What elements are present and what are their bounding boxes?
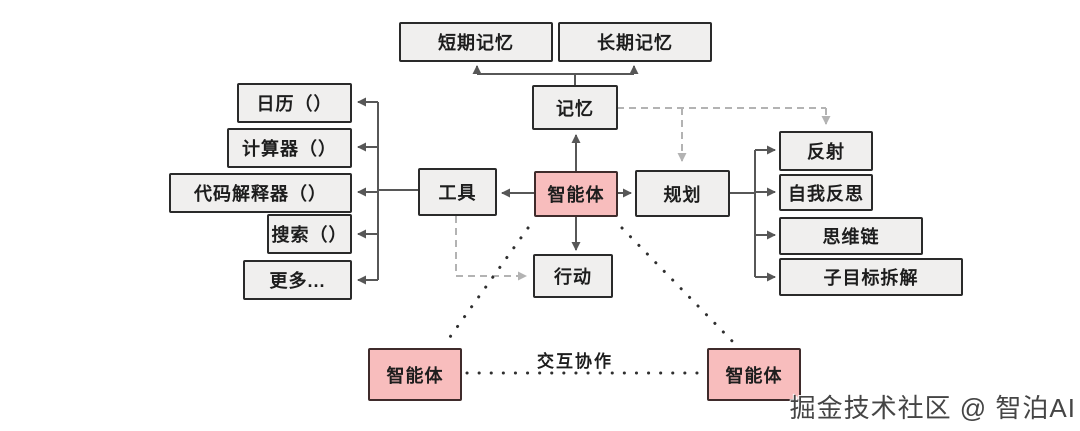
edge-memory-split <box>477 73 634 85</box>
edge-agent-right-dotted <box>620 226 737 346</box>
node-self-reflection: 自我反思 <box>779 174 873 211</box>
node-memory: 记忆 <box>532 85 618 130</box>
node-tools: 工具 <box>418 168 497 216</box>
node-short-term-memory: 短期记忆 <box>399 22 553 62</box>
watermark: 掘金技术社区 @ 智泊AI <box>789 393 1076 423</box>
node-long-term-memory: 长期记忆 <box>558 22 712 62</box>
node-agent-bottom-right: 智能体 <box>707 348 801 401</box>
node-action: 行动 <box>533 254 613 298</box>
node-code-interpreter: 代码解释器（） <box>169 173 352 213</box>
edge-planning-trunk <box>730 150 756 277</box>
edge-agent-left-dotted <box>443 226 530 346</box>
node-search: 搜索（） <box>267 214 352 254</box>
node-agent-bottom-left: 智能体 <box>368 348 462 401</box>
node-calculator: 计算器（） <box>227 128 352 168</box>
node-chain-of-thought: 思维链 <box>779 217 923 255</box>
edge-label-collaboration: 交互协作 <box>537 352 613 371</box>
edge-tools-action-dashed <box>455 216 527 281</box>
node-planning: 规划 <box>635 170 730 217</box>
node-subgoal-decomposition: 子目标拆解 <box>779 258 963 296</box>
node-agent-center: 智能体 <box>534 171 618 217</box>
node-calendar: 日历（） <box>237 83 352 123</box>
edge-tools-trunk <box>377 102 418 280</box>
node-reflection: 反射 <box>779 131 873 171</box>
node-more-tools: 更多... <box>243 260 352 300</box>
